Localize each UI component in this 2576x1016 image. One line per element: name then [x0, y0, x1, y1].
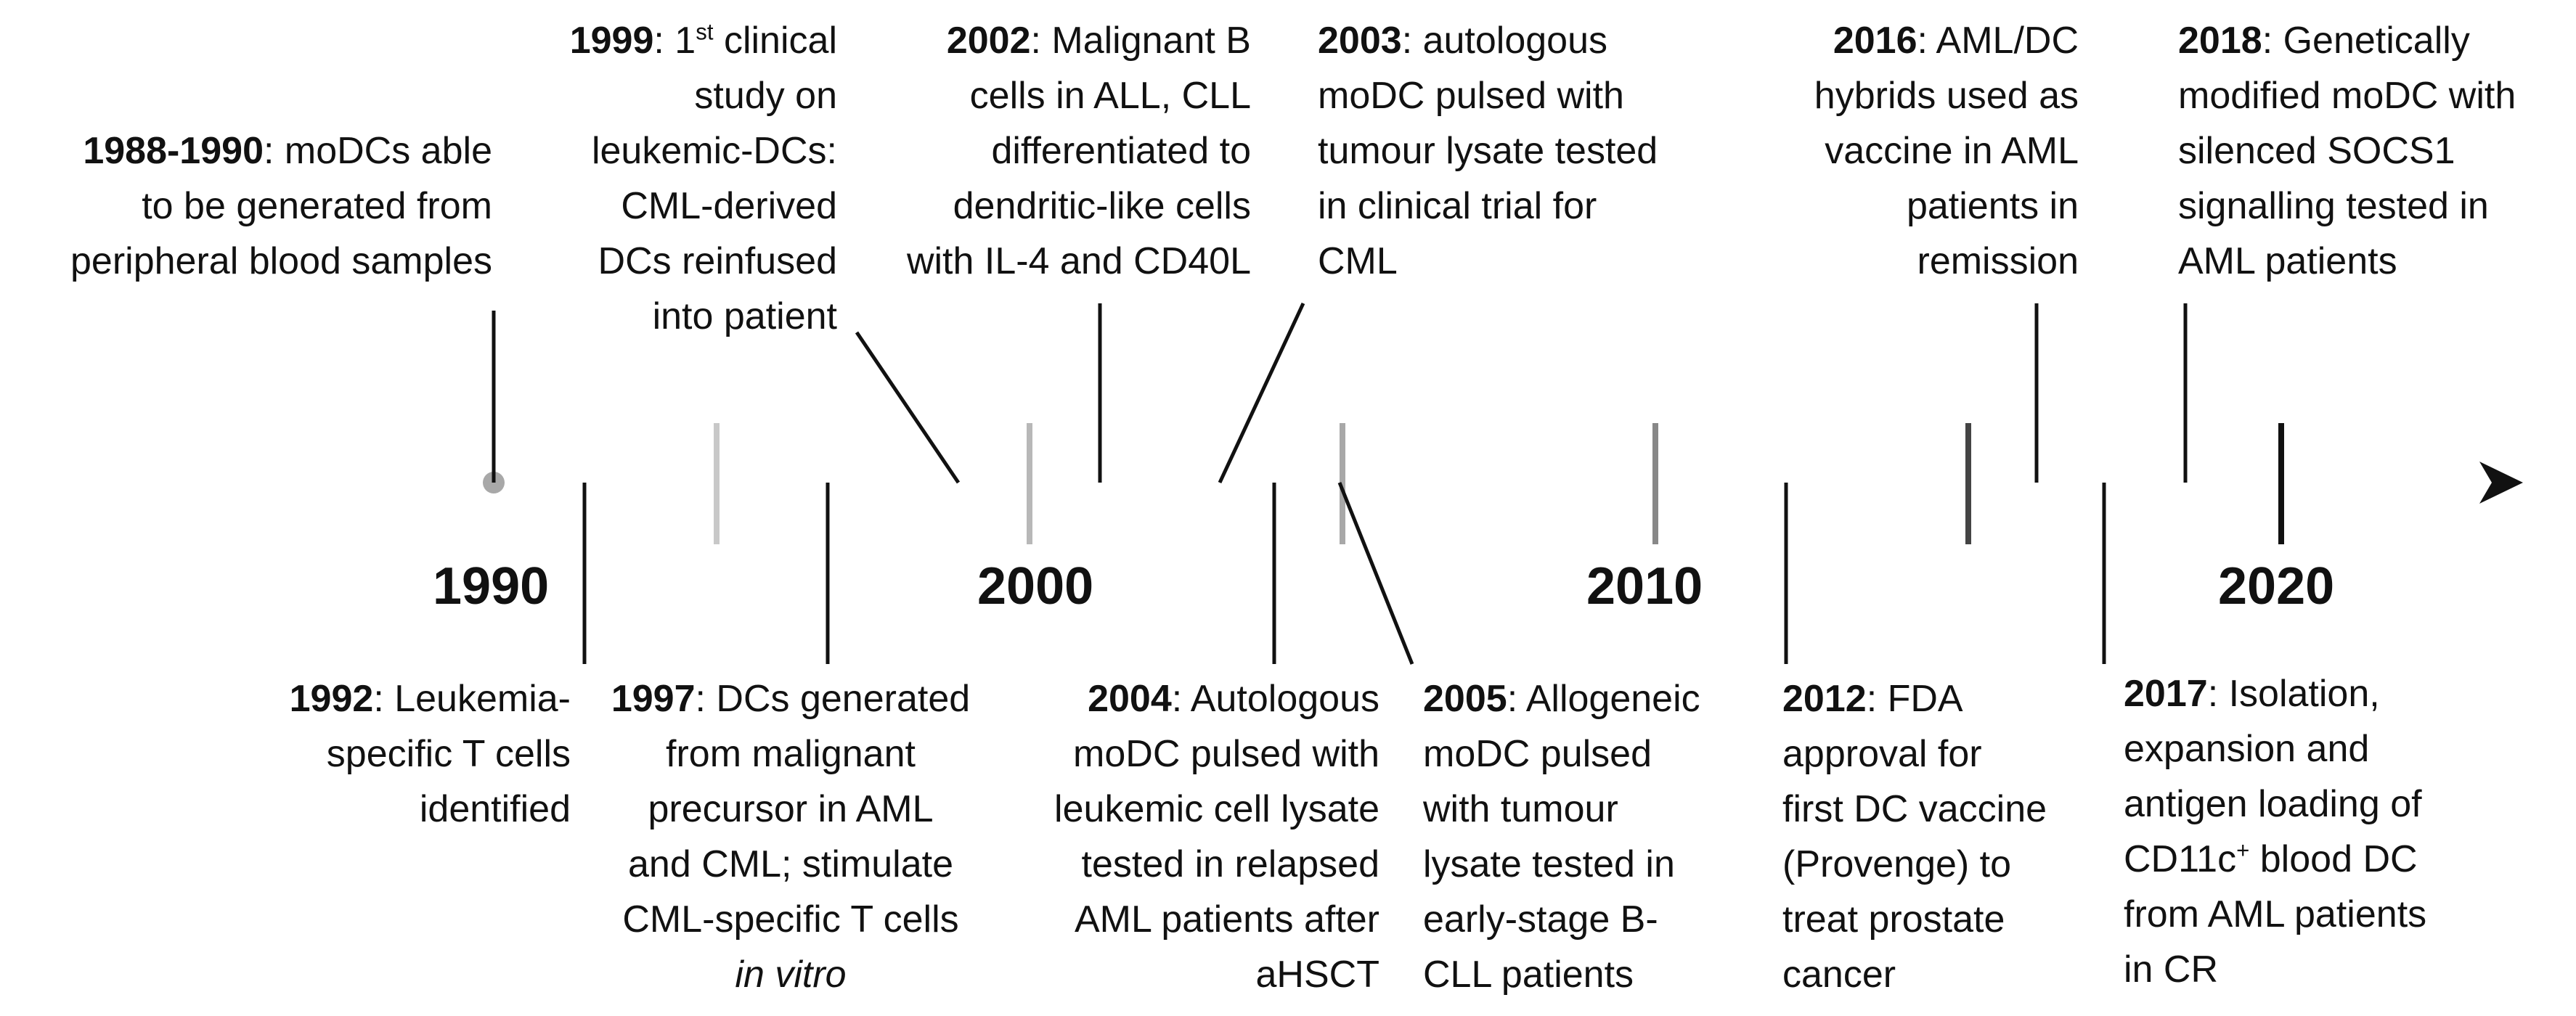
decade-label-2000: 2000 — [977, 557, 1094, 615]
event-year: 2003 — [1318, 20, 1402, 62]
event-year: 2016 — [1833, 20, 1917, 62]
event-1999: 1999: 1st clinical study on leukemic-DCs… — [569, 19, 837, 337]
event-2005: 2005: Allogeneic moDC pulsed with tumour… — [1423, 678, 1700, 996]
event-2016: 2016: AML/DC hybrids used as vaccine in … — [1814, 20, 2079, 282]
event-year: 1999 — [569, 20, 654, 62]
event-year: 2018 — [2178, 20, 2262, 62]
decade-label-2010: 2010 — [1586, 557, 1703, 615]
axis-arrowhead — [2479, 462, 2523, 504]
event-year: 1997 — [611, 678, 696, 720]
event-year: 2017 — [2124, 673, 2208, 715]
event-year: 2012 — [1782, 678, 1867, 720]
event-2018: 2018: Genetically modified moDC with sil… — [2178, 20, 2516, 282]
connector-lines — [492, 302, 2188, 665]
event-2003: 2003: autologous moDC pulsed with tumour… — [1318, 20, 1658, 282]
event-year: 2004 — [1088, 678, 1172, 720]
event-2017: 2017: Isolation, expansion and antigen l… — [2124, 673, 2427, 991]
event-year: 2002 — [946, 20, 1031, 62]
event-year: 1988-1990 — [83, 130, 264, 172]
event-year: 1992 — [289, 678, 374, 720]
connector-2005 — [1337, 482, 1414, 665]
decade-label-1990: 1990 — [433, 557, 550, 615]
event-1988: 1988-1990: moDCs able to be generated fr… — [70, 130, 492, 282]
event-year: 2005 — [1423, 678, 1507, 720]
event-2004: 2004: Autologous moDC pulsed with leukem… — [1054, 678, 1379, 996]
decade-label-2020: 2020 — [2218, 557, 2335, 615]
event-1992: 1992: Leukemia- specific T cells identif… — [289, 678, 571, 830]
connector-1999 — [855, 331, 961, 484]
event-2012: 2012: FDA approval for first DC vaccine … — [1782, 678, 2047, 996]
event-2002: 2002: Malignant B cells in ALL, CLL diff… — [906, 20, 1251, 282]
event-1997: 1997: DCs generated from malignant precu… — [611, 678, 971, 996]
connector-2003 — [1218, 302, 1305, 484]
